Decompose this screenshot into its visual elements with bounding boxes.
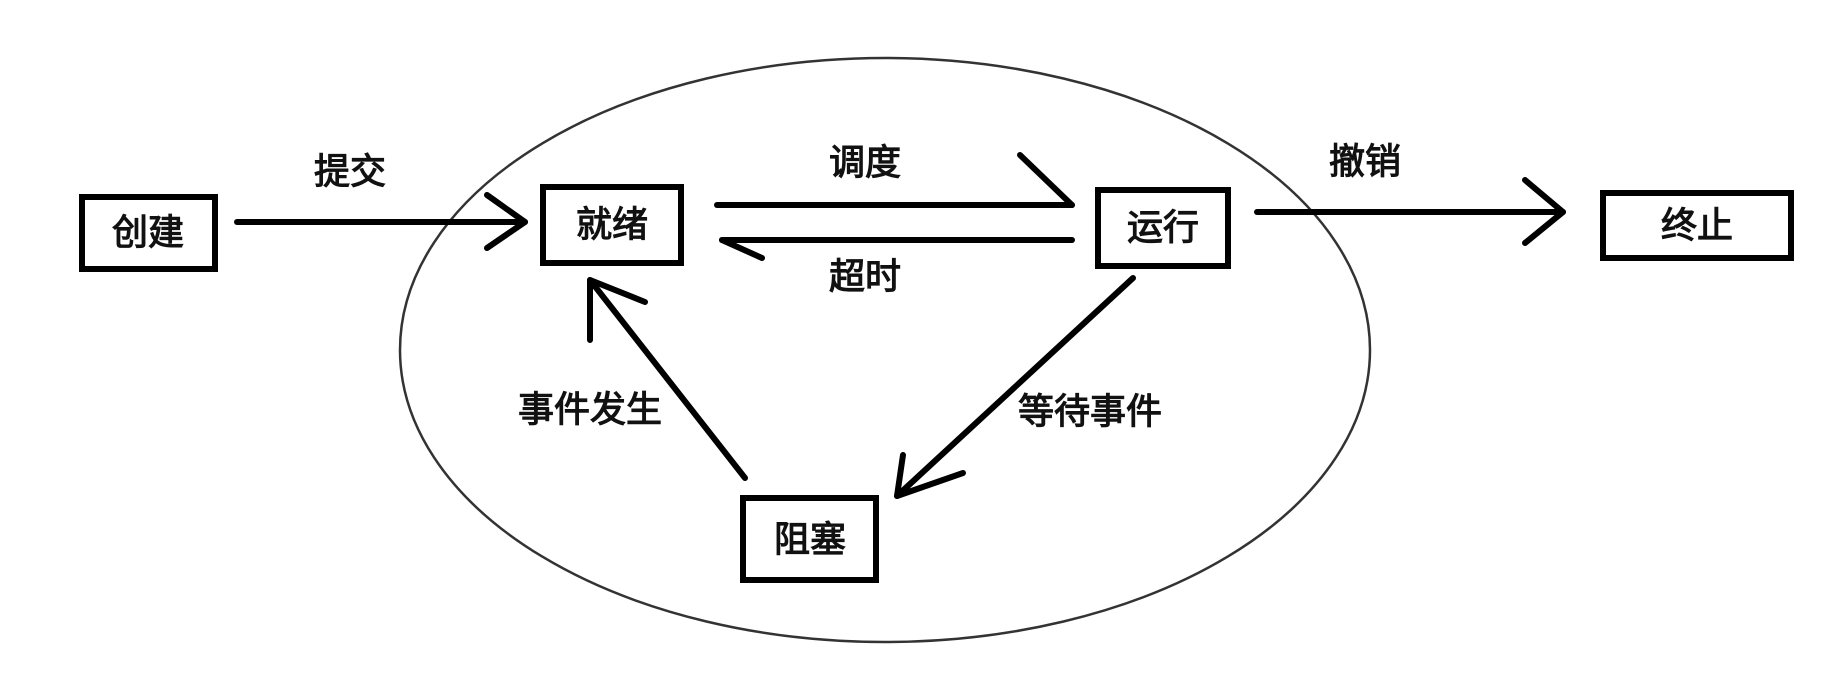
- edge-timeout: 超时: [719, 237, 1075, 298]
- edge-wait-event: 等待事件: [894, 275, 1162, 499]
- edge-label-timeout: 超时: [829, 257, 901, 298]
- node-blocked-label: 阻塞: [774, 520, 846, 561]
- edge-label-revoke: 撤销: [1329, 142, 1401, 183]
- edge-label-dispatch: 调度: [829, 143, 901, 184]
- node-ready: 就绪: [540, 184, 684, 266]
- node-terminate: 终止: [1600, 190, 1794, 261]
- node-ready-box: [540, 184, 684, 266]
- node-create-box: [79, 194, 218, 272]
- edge-dispatch: 调度: [714, 143, 1075, 208]
- edge-dispatch-arrowhead: [1017, 152, 1075, 208]
- node-ready-label: 就绪: [576, 205, 648, 246]
- node-blocked-box: [740, 495, 879, 583]
- edge-label-wait-event: 等待事件: [1018, 392, 1162, 433]
- node-terminate-box: [1600, 190, 1794, 261]
- node-running: 运行: [1095, 187, 1231, 269]
- active-states-ellipse: [398, 56, 1372, 644]
- edge-revoke: 撤销: [1254, 142, 1566, 246]
- node-running-label: 运行: [1127, 208, 1199, 249]
- edge-submit-arrowhead: [484, 192, 528, 251]
- node-create-label: 创建: [112, 213, 184, 254]
- node-terminate-label: 终止: [1661, 206, 1733, 247]
- edge-event-occurs-line: [587, 277, 748, 481]
- edge-submit: 提交: [234, 151, 528, 251]
- edge-label-event-occurs: 事件发生: [518, 390, 662, 431]
- edge-wait-event-line: [894, 275, 1136, 499]
- edge-event-occurs-arrowhead: [587, 277, 648, 343]
- edge-revoke-arrowhead: [1522, 177, 1566, 246]
- edge-timeout-arrowhead: [719, 237, 765, 261]
- edge-wait-event-arrowhead: [894, 452, 966, 499]
- edge-label-submit: 提交: [314, 151, 386, 193]
- edge-event-occurs: 事件发生: [518, 277, 748, 481]
- node-running-box: [1095, 187, 1231, 269]
- node-create: 创建: [79, 194, 218, 272]
- node-blocked: 阻塞: [740, 495, 879, 583]
